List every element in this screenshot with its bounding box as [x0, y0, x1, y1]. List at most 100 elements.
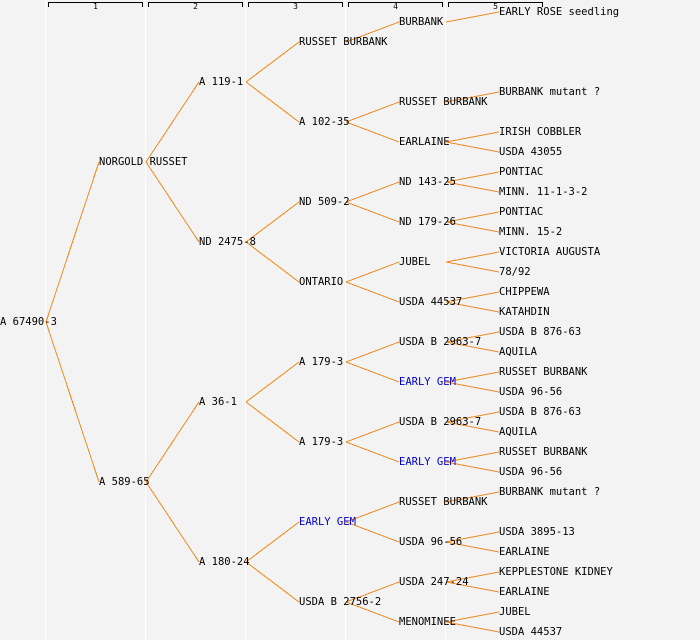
- pedigree-link: [45, 161, 100, 323]
- pedigree-link: [445, 531, 500, 543]
- pedigree-node-gen5[interactable]: RUSSET BURBANK: [499, 366, 588, 378]
- pedigree-node-gen4[interactable]: EARLY GEM: [399, 456, 456, 468]
- pedigree-node-gen4[interactable]: JUBEL: [399, 256, 431, 268]
- column-separator: [45, 0, 46, 640]
- pedigree-node-gen5[interactable]: KATAHDIN: [499, 306, 550, 318]
- pedigree-link: [445, 181, 500, 193]
- pedigree-node-gen5[interactable]: EARLAINE: [499, 546, 550, 558]
- pedigree-node-gen5[interactable]: JUBEL: [499, 606, 531, 618]
- pedigree-node-gen5[interactable]: USDA 43055: [499, 146, 563, 158]
- pedigree-node-gen4[interactable]: RUSSET BURBANK: [399, 96, 488, 108]
- pedigree-link: [445, 581, 500, 593]
- pedigree-node-gen4[interactable]: MENOMINEE: [399, 616, 456, 628]
- pedigree-node-gen5[interactable]: USDA 96-56: [499, 466, 563, 478]
- column-separator: [245, 0, 246, 640]
- pedigree-node-gen4[interactable]: USDA 96-56: [399, 536, 463, 548]
- generation-bracket: [348, 2, 443, 7]
- pedigree-link: [445, 251, 500, 263]
- pedigree-node-gen3[interactable]: A 102-35: [299, 116, 350, 128]
- pedigree-node-gen5[interactable]: USDA 44537: [499, 626, 563, 638]
- pedigree-node-gen5[interactable]: 78/92: [499, 266, 531, 278]
- generation-number: 4: [393, 2, 398, 11]
- pedigree-link: [445, 211, 500, 223]
- generation-number: 5: [493, 2, 498, 11]
- pedigree-node-gen5[interactable]: VICTORIA AUGUSTA: [499, 246, 601, 258]
- pedigree-node-gen5[interactable]: BURBANK mutant ?: [499, 86, 601, 98]
- pedigree-link: [345, 101, 400, 123]
- pedigree-node-gen5[interactable]: IRISH COBBLER: [499, 126, 582, 138]
- pedigree-link: [445, 301, 500, 313]
- pedigree-node-gen5[interactable]: EARLAINE: [499, 586, 550, 598]
- pedigree-node-gen3[interactable]: ONTARIO: [299, 276, 344, 288]
- pedigree-node-gen4[interactable]: ND 143-25: [399, 176, 456, 188]
- pedigree-link: [245, 241, 300, 283]
- pedigree-node-gen5[interactable]: BURBANK mutant ?: [499, 486, 601, 498]
- pedigree-link: [445, 221, 500, 233]
- pedigree-link: [345, 441, 400, 463]
- pedigree-link: [445, 461, 500, 473]
- pedigree-link: [445, 571, 500, 583]
- column-separator: [445, 0, 446, 640]
- pedigree-node-gen5[interactable]: PONTIAC: [499, 206, 544, 218]
- pedigree-node-gen5[interactable]: CHIPPEWA: [499, 286, 550, 298]
- pedigree-link: [445, 621, 500, 633]
- pedigree-node-gen4[interactable]: USDA 247-24: [399, 576, 469, 588]
- pedigree-link: [345, 581, 400, 603]
- pedigree-node-gen3[interactable]: USDA B 2756-2: [299, 596, 382, 608]
- pedigree-node-gen5[interactable]: USDA B 876-63: [499, 326, 582, 338]
- pedigree-node-gen2[interactable]: A 180-24: [199, 556, 250, 568]
- pedigree-link: [445, 141, 500, 153]
- generation-number: 2: [193, 2, 198, 11]
- pedigree-node-gen2[interactable]: A 36-1: [199, 396, 237, 408]
- pedigree-node-gen5[interactable]: USDA 3895-13: [499, 526, 575, 538]
- pedigree-node-gen4[interactable]: USDA B 2963-7: [399, 336, 482, 348]
- pedigree-node-gen4[interactable]: USDA 44537: [399, 296, 463, 308]
- pedigree-node-gen2[interactable]: A 119-1: [199, 76, 244, 88]
- pedigree-link: [445, 331, 500, 343]
- pedigree-link: [345, 201, 400, 223]
- pedigree-link: [445, 341, 500, 353]
- pedigree-node-gen5[interactable]: MINN. 15-2: [499, 226, 563, 238]
- pedigree-node-gen2[interactable]: ND 2475-8: [199, 236, 256, 248]
- pedigree-node-gen1[interactable]: A 589-65: [99, 476, 150, 488]
- pedigree-node-gen5[interactable]: AQUILA: [499, 426, 537, 438]
- column-separator: [145, 0, 146, 640]
- pedigree-node-gen4[interactable]: EARLAINE: [399, 136, 450, 148]
- pedigree-node-gen5[interactable]: USDA 96-56: [499, 386, 563, 398]
- pedigree-node-gen4[interactable]: ND 179-26: [399, 216, 456, 228]
- pedigree-node-gen5[interactable]: MINN. 11-1-3-2: [499, 186, 588, 198]
- pedigree-link: [445, 541, 500, 553]
- pedigree-node-gen5[interactable]: EARLY ROSE seedling: [499, 6, 620, 18]
- pedigree-node-gen4[interactable]: EARLY GEM: [399, 376, 456, 388]
- pedigree-link: [445, 381, 500, 393]
- pedigree-node-gen1[interactable]: NORGOLD RUSSET: [99, 156, 188, 168]
- pedigree-node-gen5[interactable]: PONTIAC: [499, 166, 544, 178]
- pedigree-link: [445, 171, 500, 183]
- pedigree-link: [445, 421, 500, 433]
- pedigree-node-gen3[interactable]: RUSSET BURBANK: [299, 36, 388, 48]
- pedigree-node-gen5[interactable]: KEPPLESTONE KIDNEY: [499, 566, 613, 578]
- pedigree-node-gen5[interactable]: USDA B 876-63: [499, 406, 582, 418]
- pedigree-node-gen5[interactable]: AQUILA: [499, 346, 537, 358]
- pedigree-node-gen3[interactable]: EARLY GEM: [299, 516, 356, 528]
- generation-number: 1: [93, 2, 98, 11]
- pedigree-link: [245, 401, 300, 443]
- pedigree-node-gen4[interactable]: BURBANK: [399, 16, 444, 28]
- generation-bracket: [48, 2, 143, 7]
- pedigree-link: [145, 161, 200, 243]
- pedigree-link: [245, 361, 300, 403]
- pedigree-node-gen4[interactable]: RUSSET BURBANK: [399, 496, 488, 508]
- generation-header-3: 3: [248, 2, 343, 12]
- pedigree-link: [245, 81, 300, 123]
- pedigree-link: [345, 121, 400, 143]
- pedigree-link: [445, 371, 500, 383]
- pedigree-node-gen3[interactable]: A 179-3: [299, 436, 344, 448]
- pedigree-node-gen0[interactable]: A 67490-3: [0, 316, 57, 328]
- pedigree-node-gen5[interactable]: RUSSET BURBANK: [499, 446, 588, 458]
- pedigree-node-gen3[interactable]: A 179-3: [299, 356, 344, 368]
- pedigree-link: [445, 131, 500, 143]
- pedigree-node-gen3[interactable]: ND 509-2: [299, 196, 350, 208]
- pedigree-node-gen4[interactable]: USDA B 2963-7: [399, 416, 482, 428]
